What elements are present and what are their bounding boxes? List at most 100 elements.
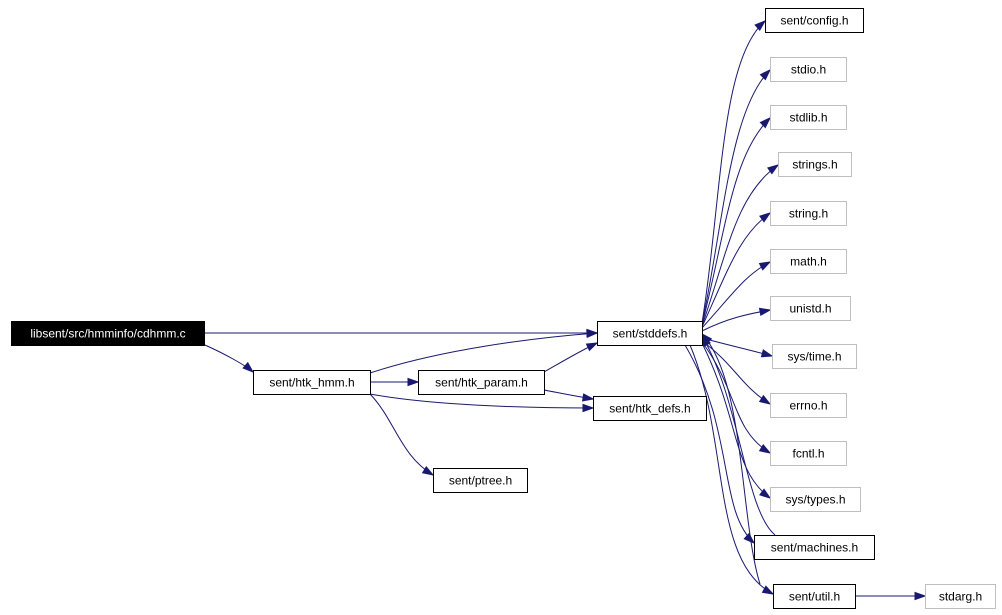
node-box[interactable] bbox=[925, 584, 996, 609]
arrowhead bbox=[758, 443, 772, 454]
edge-line bbox=[701, 333, 761, 585]
node-box[interactable] bbox=[433, 468, 528, 493]
node-math[interactable]: math.h bbox=[770, 249, 847, 274]
node-label: strings.h bbox=[792, 158, 837, 172]
node-label: sent/machines.h bbox=[771, 541, 858, 555]
edge-stddefs-to-fcntl bbox=[701, 341, 772, 454]
node-box[interactable] bbox=[754, 535, 875, 560]
edge-line bbox=[701, 342, 771, 499]
edges-layer bbox=[204, 20, 927, 601]
arrowhead bbox=[760, 349, 774, 358]
edge-stddefs-to-errno bbox=[701, 340, 772, 405]
node-machines[interactable]: sent/machines.h bbox=[754, 535, 875, 560]
node-stddefs[interactable]: sent/stddefs.h bbox=[597, 321, 703, 346]
node-box[interactable] bbox=[770, 57, 847, 82]
edge-htk_hmm-to-htk_defs bbox=[369, 393, 595, 413]
node-box[interactable] bbox=[770, 201, 847, 226]
node-label: sys/time.h bbox=[787, 350, 841, 364]
node-stdlib[interactable]: stdlib.h bbox=[770, 105, 847, 130]
arrowhead bbox=[242, 361, 255, 373]
edge-line bbox=[701, 117, 771, 326]
arrowhead bbox=[421, 465, 435, 476]
edge-stddefs-to-unistd bbox=[701, 307, 772, 332]
node-unistd[interactable]: unistd.h bbox=[770, 296, 851, 321]
edge-line bbox=[701, 20, 766, 324]
node-htk_param[interactable]: sent/htk_param.h bbox=[418, 370, 545, 395]
node-label: string.h bbox=[789, 207, 828, 221]
edge-stddefs-to-systypes bbox=[701, 342, 772, 499]
node-box[interactable] bbox=[772, 344, 857, 369]
edge-stddefs-to-util bbox=[689, 344, 775, 595]
node-strings[interactable]: strings.h bbox=[778, 152, 852, 177]
edge-util-to-stddefs bbox=[700, 332, 761, 585]
node-ptree[interactable]: sent/ptree.h bbox=[433, 468, 528, 493]
node-box[interactable] bbox=[770, 105, 847, 130]
edge-stddefs-to-string bbox=[701, 212, 772, 328]
node-util[interactable]: sent/util.h bbox=[773, 584, 856, 609]
arrowhead bbox=[582, 403, 595, 413]
node-label: stdio.h bbox=[791, 63, 826, 77]
edge-machines-to-stddefs bbox=[701, 334, 776, 536]
arrowhead bbox=[758, 307, 772, 317]
node-box[interactable] bbox=[11, 321, 205, 346]
node-label: errno.h bbox=[789, 399, 827, 413]
node-errno[interactable]: errno.h bbox=[770, 393, 847, 418]
node-box[interactable] bbox=[597, 321, 703, 346]
node-box[interactable] bbox=[770, 393, 847, 418]
node-systime[interactable]: sys/time.h bbox=[772, 344, 857, 369]
node-htk_hmm[interactable]: sent/htk_hmm.h bbox=[253, 370, 371, 395]
node-label: math.h bbox=[790, 255, 827, 269]
edge-htk_param-to-htk_defs bbox=[543, 389, 595, 402]
edge-line bbox=[369, 393, 594, 409]
arrowhead bbox=[914, 591, 927, 601]
edge-root-to-htk_hmm bbox=[204, 344, 255, 373]
edge-stddefs-to-stdlib bbox=[701, 116, 772, 326]
edge-line bbox=[701, 309, 771, 332]
edge-line bbox=[369, 332, 598, 374]
edge-line bbox=[701, 337, 773, 357]
node-systypes[interactable]: sys/types.h bbox=[770, 487, 861, 512]
edge-htk_hmm-to-htk_param bbox=[370, 377, 420, 387]
node-box[interactable] bbox=[773, 584, 856, 609]
arrowhead bbox=[759, 68, 772, 81]
node-stdarg[interactable]: stdarg.h bbox=[925, 584, 996, 609]
node-label: stdlib.h bbox=[789, 111, 827, 125]
node-box[interactable] bbox=[253, 370, 371, 395]
edge-line bbox=[369, 393, 434, 476]
node-box[interactable] bbox=[770, 249, 847, 274]
node-stdio[interactable]: stdio.h bbox=[770, 57, 847, 82]
node-box[interactable] bbox=[770, 487, 861, 512]
edge-line bbox=[701, 340, 771, 405]
arrowhead bbox=[754, 20, 767, 32]
node-box[interactable] bbox=[770, 441, 847, 466]
node-label: stdarg.h bbox=[939, 590, 982, 604]
node-label: libsent/src/hmminfo/cdhmm.c bbox=[30, 327, 185, 341]
node-box[interactable] bbox=[765, 8, 864, 33]
arrowhead bbox=[759, 488, 772, 499]
arrowhead bbox=[758, 394, 772, 405]
node-label: sent/htk_defs.h bbox=[609, 402, 690, 416]
node-label: sent/stddefs.h bbox=[613, 327, 688, 341]
node-label: unistd.h bbox=[789, 302, 831, 316]
arrowhead bbox=[759, 116, 772, 129]
arrowhead bbox=[758, 261, 772, 271]
arrowhead bbox=[586, 329, 599, 338]
node-config[interactable]: sent/config.h bbox=[765, 8, 864, 33]
node-box[interactable] bbox=[778, 152, 852, 177]
node-box[interactable] bbox=[418, 370, 545, 395]
node-string[interactable]: string.h bbox=[770, 201, 847, 226]
node-label: fcntl.h bbox=[792, 447, 824, 461]
node-htk_defs[interactable]: sent/htk_defs.h bbox=[593, 396, 707, 421]
edge-line bbox=[701, 212, 771, 328]
node-box[interactable] bbox=[593, 396, 707, 421]
arrowhead bbox=[581, 393, 595, 402]
node-root[interactable]: libsent/src/hmminfo/cdhmm.c bbox=[11, 321, 205, 346]
node-box[interactable] bbox=[770, 296, 851, 321]
edge-stddefs-to-strings bbox=[701, 164, 780, 327]
edge-htk_hmm-to-stddefs bbox=[369, 329, 599, 374]
node-fcntl[interactable]: fcntl.h bbox=[770, 441, 847, 466]
node-label: sent/htk_hmm.h bbox=[269, 376, 354, 390]
node-label: sent/htk_param.h bbox=[435, 376, 528, 390]
edge-line bbox=[701, 164, 779, 327]
edge-util-to-stdarg bbox=[855, 591, 927, 601]
